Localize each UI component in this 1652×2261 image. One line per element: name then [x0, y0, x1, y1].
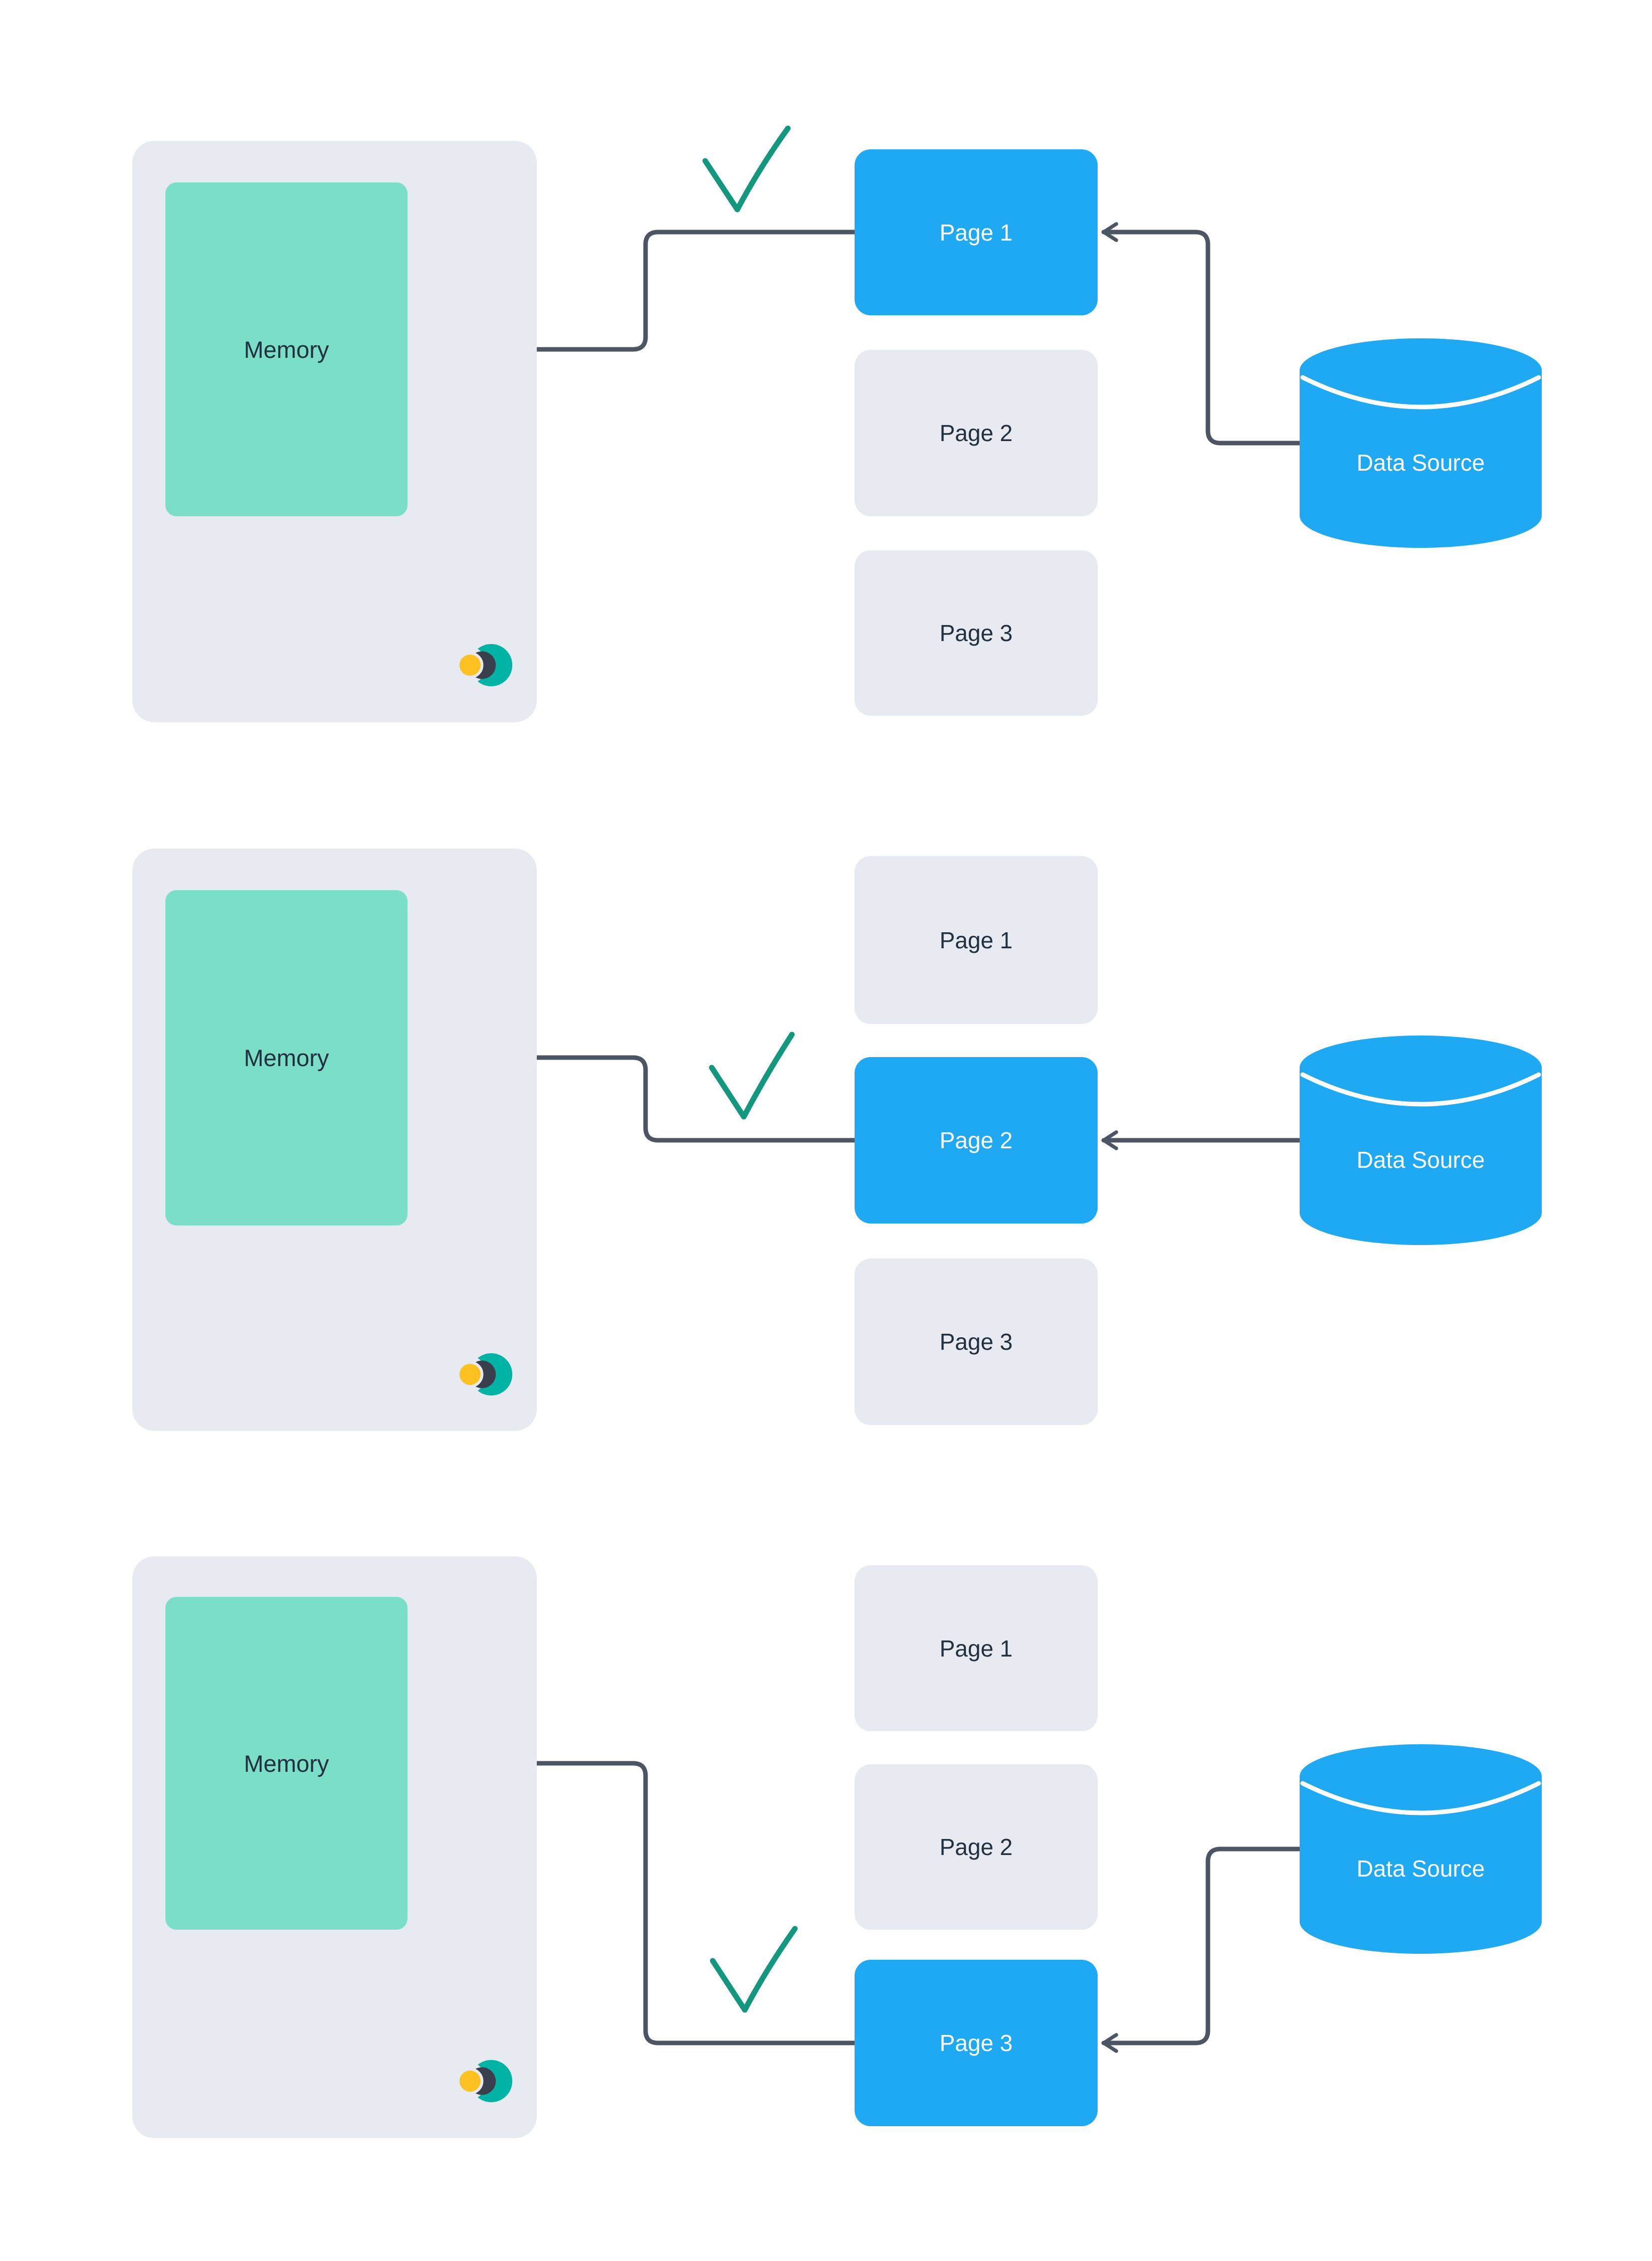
page-label: Page 3 — [939, 1329, 1013, 1355]
memory-label: Memory — [244, 336, 329, 363]
database-icon — [1300, 1744, 1542, 1954]
page-box: Page 1 — [855, 149, 1098, 315]
memory-box: Memory — [165, 890, 407, 1225]
page-label: Page 1 — [939, 1635, 1013, 1662]
app-logo-icon — [458, 1353, 513, 1396]
data-source-label: Data Source — [1356, 1856, 1485, 1882]
page-label: Page 3 — [939, 2030, 1013, 2056]
page-box: Page 2 — [855, 1057, 1098, 1223]
page-box: Page 3 — [855, 1960, 1098, 2126]
arrow-datasource-to-page1 — [1101, 222, 1302, 446]
page-box: Page 2 — [855, 1764, 1098, 1930]
page-box: Page 1 — [855, 856, 1098, 1024]
page-label: Page 1 — [939, 927, 1013, 953]
page-label: Page 2 — [939, 1127, 1013, 1153]
page-box: Page 3 — [855, 1259, 1098, 1425]
page-box: Page 1 — [855, 1565, 1098, 1731]
data-source-cylinder: Data Source — [1300, 1744, 1542, 1954]
data-source-label: Data Source — [1356, 450, 1485, 476]
checkmark-icon — [709, 1032, 795, 1120]
checkmark-icon — [702, 125, 791, 213]
page-box: Page 2 — [855, 350, 1098, 516]
page-box: Page 3 — [855, 550, 1098, 716]
app-logo-icon — [458, 2060, 513, 2103]
page-label: Page 2 — [939, 1834, 1013, 1860]
checkmark-icon — [710, 1926, 798, 2013]
memory-box: Memory — [165, 1597, 407, 1930]
database-icon — [1300, 338, 1542, 548]
app-logo-icon — [458, 644, 513, 687]
database-icon — [1300, 1036, 1542, 1245]
page-label: Page 2 — [939, 420, 1013, 446]
memory-label: Memory — [244, 1045, 329, 1071]
page-label: Page 3 — [939, 620, 1013, 646]
data-source-cylinder: Data Source — [1300, 1036, 1542, 1245]
arrow-datasource-to-page3 — [1101, 1846, 1302, 2053]
memory-box: Memory — [165, 182, 407, 516]
memory-label: Memory — [244, 1750, 329, 1777]
data-source-cylinder: Data Source — [1300, 338, 1542, 548]
data-source-label: Data Source — [1356, 1147, 1485, 1173]
page-label: Page 1 — [939, 219, 1013, 246]
